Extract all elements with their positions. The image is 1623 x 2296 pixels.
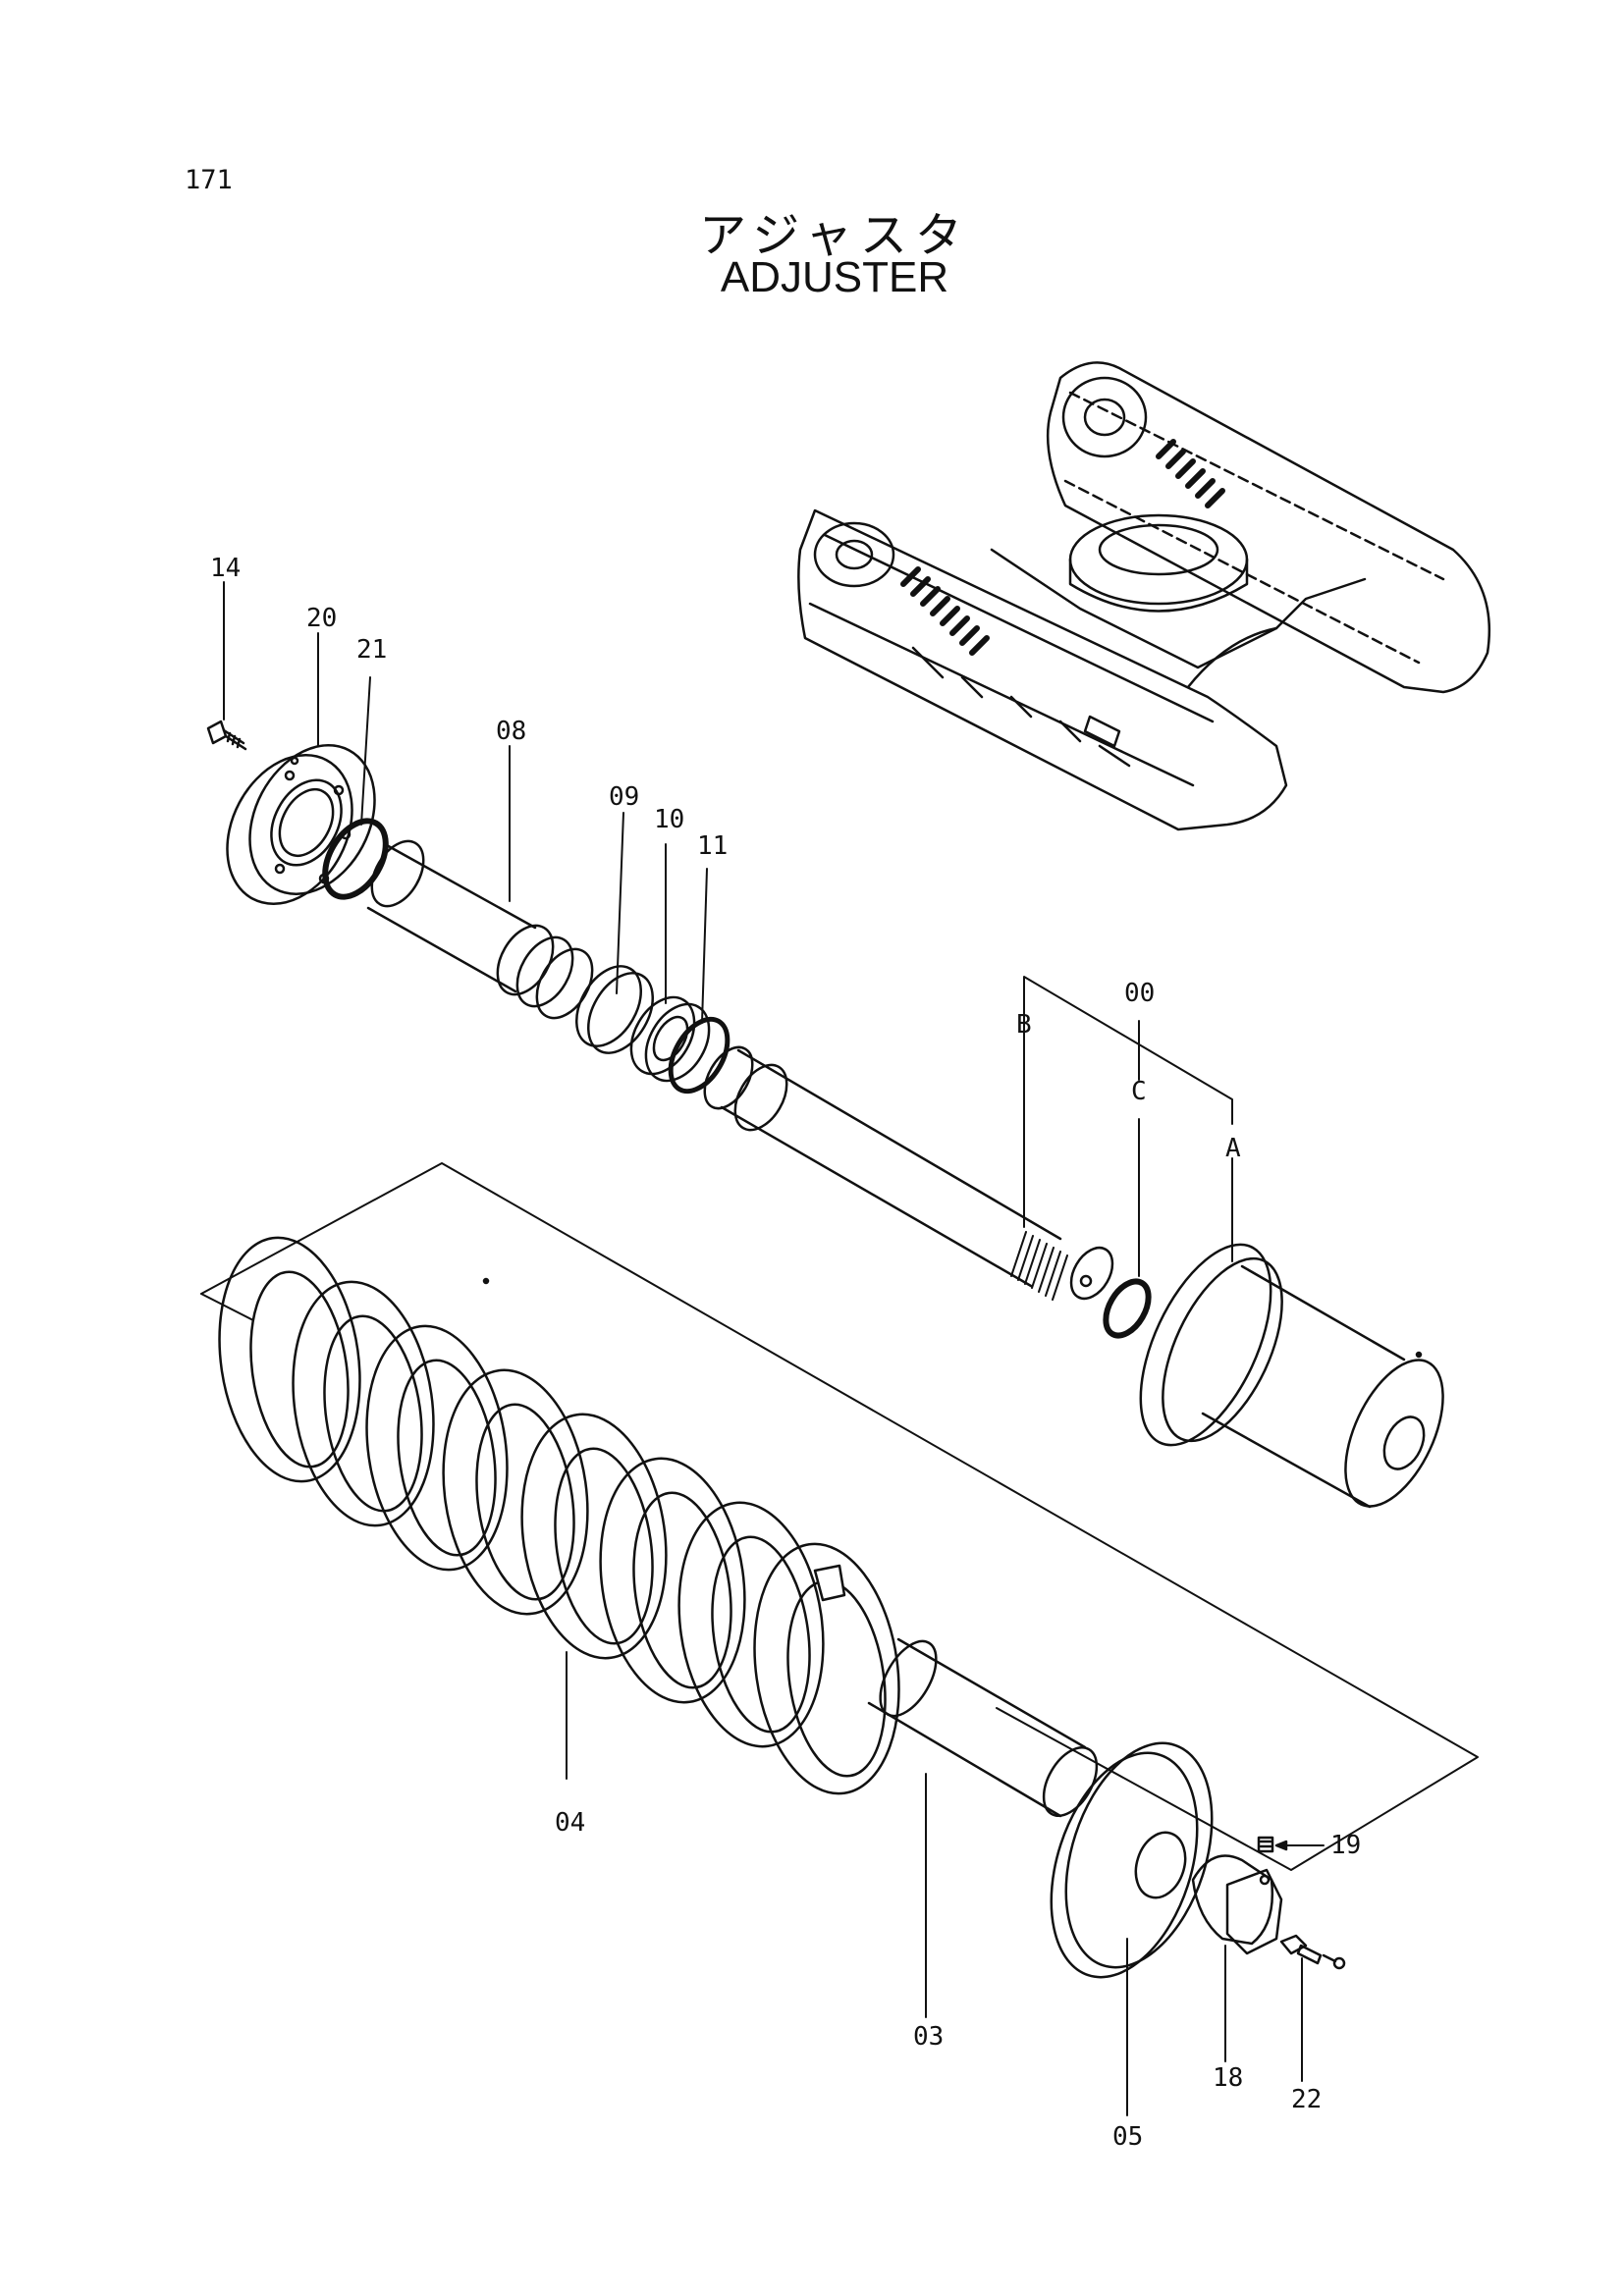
part-22-fitting <box>1279 1934 1346 1970</box>
label-21: 21 <box>356 635 387 665</box>
label-14: 14 <box>210 554 241 583</box>
label-b: B <box>1016 1010 1032 1040</box>
part-14-bolt <box>206 720 247 751</box>
part-10-seal <box>629 995 711 1083</box>
part-09-ring <box>575 965 654 1054</box>
part-05-bracket <box>1050 1741 1214 1979</box>
part-03-rod <box>867 1637 1099 1818</box>
title-japanese: アジャスタ <box>699 208 970 263</box>
label-10: 10 <box>654 805 684 834</box>
label-00: 00 <box>1124 979 1155 1008</box>
label-11: 11 <box>697 831 728 861</box>
label-18: 18 <box>1213 2063 1243 2093</box>
part-19-plug <box>1257 1836 1325 1853</box>
label-c: C <box>1131 1077 1147 1106</box>
part-04-spring <box>218 1236 900 1795</box>
label-04: 04 <box>555 1808 585 1838</box>
part-11-backup-ring <box>668 1016 730 1095</box>
label-19: 19 <box>1330 1831 1361 1860</box>
label-03: 03 <box>913 2022 944 2052</box>
part-b-rod <box>703 1045 1114 1301</box>
callout-labels: 14 20 21 08 09 10 11 00 B C A 04 19 03 1… <box>210 554 1361 2152</box>
sub-assembly-frame <box>200 1162 1479 1871</box>
label-08: 08 <box>496 717 526 746</box>
label-09: 09 <box>609 782 639 812</box>
label-05: 05 <box>1112 2122 1143 2152</box>
label-a: A <box>1225 1134 1241 1163</box>
leader-lines <box>223 581 1303 2116</box>
assembly-bracket-00 <box>1023 976 1233 1277</box>
dot-mark <box>1415 1351 1423 1359</box>
title-english: ADJUSTER <box>720 253 949 301</box>
label-22: 22 <box>1291 2085 1322 2114</box>
part-c-o-ring <box>1103 1278 1152 1339</box>
page-number: 171 <box>185 165 233 195</box>
part-a-cylinder-body <box>1139 1243 1444 1509</box>
part-08-cylinder <box>366 839 594 1020</box>
frame-edge <box>200 1293 254 1321</box>
part-21-o-ring <box>322 818 389 900</box>
part-18-valve <box>1191 1854 1283 1955</box>
label-20: 20 <box>306 604 337 633</box>
part-20-flange <box>226 744 376 905</box>
undercarriage-inset <box>797 361 1491 831</box>
dot-mark-2 <box>482 1277 490 1285</box>
